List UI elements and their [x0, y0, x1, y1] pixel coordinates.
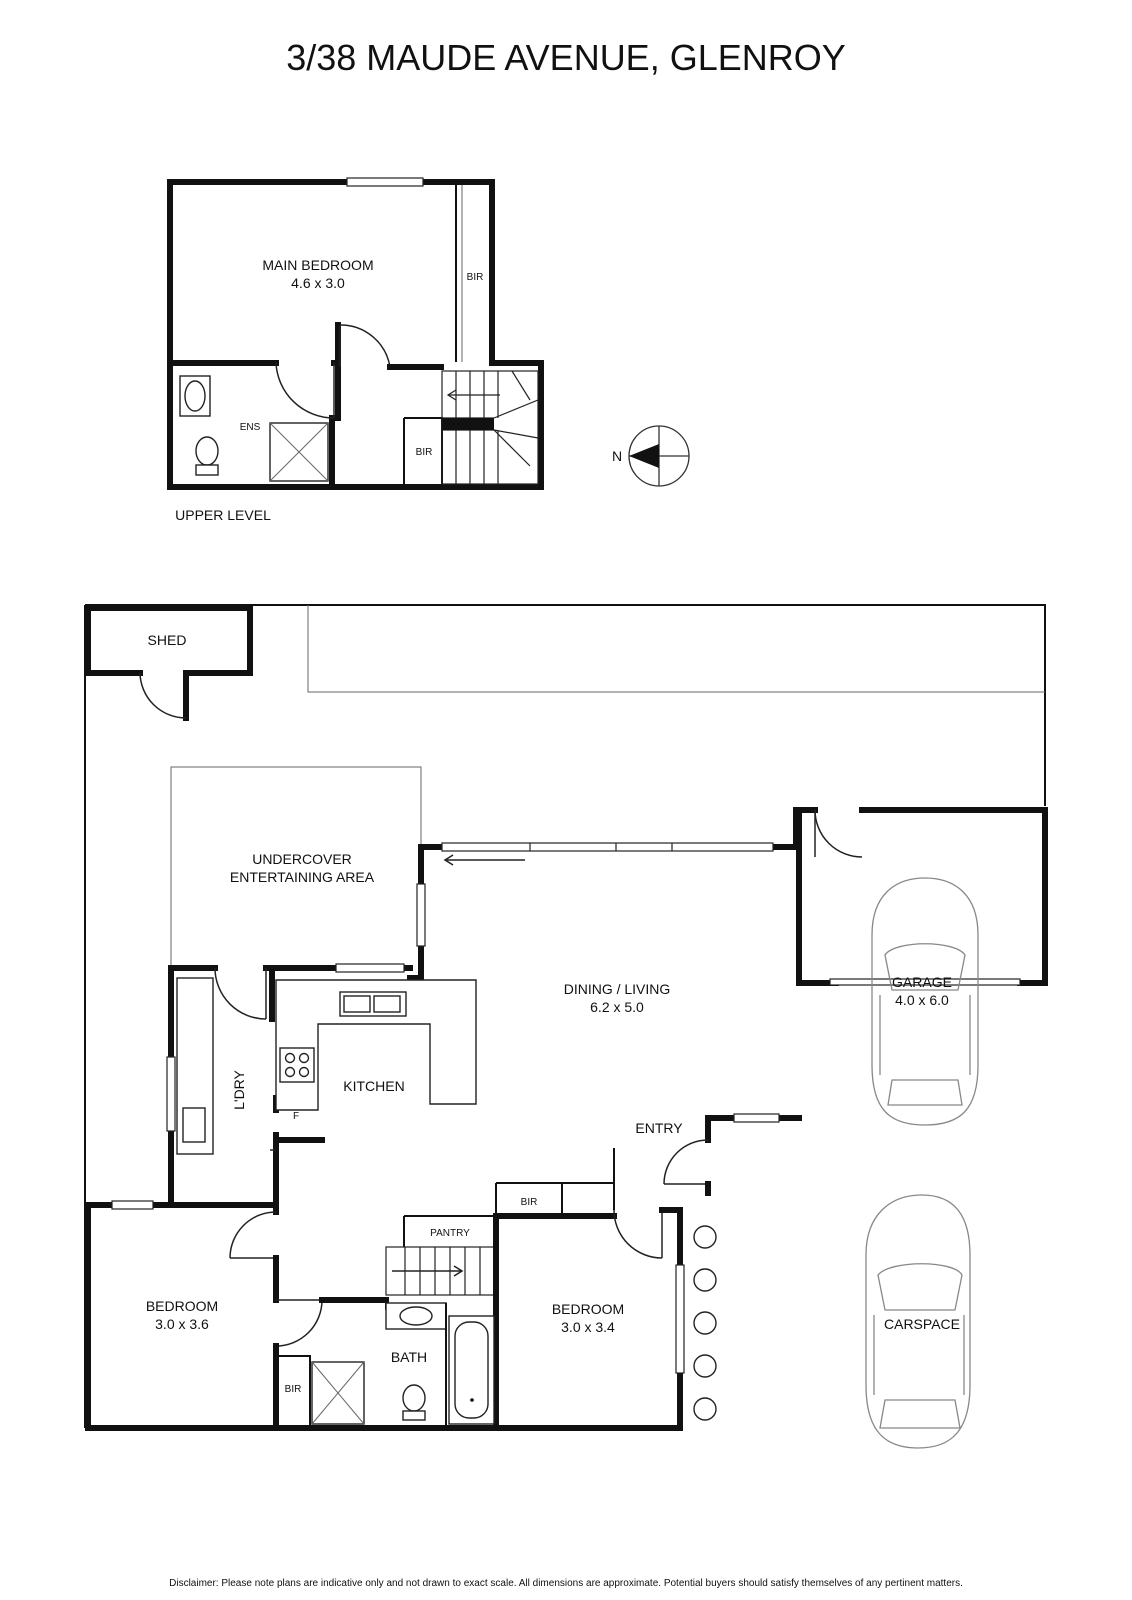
laundry-label: L'DRY	[231, 1069, 247, 1109]
bir-bath-label: BIR	[285, 1384, 302, 1395]
garage-size: 4.0 x 6.0	[895, 992, 949, 1008]
ground-level-plan: SHED UNDERCOVER ENTERTAINING AREA GARAGE…	[84, 604, 1048, 1449]
stepping-stones	[693, 1225, 717, 1421]
fridge-label: F	[293, 1111, 299, 1122]
garage-car-icon	[871, 877, 979, 1126]
upper-stairs	[442, 370, 539, 484]
bath-label: BATH	[391, 1349, 427, 1365]
entry-label: ENTRY	[635, 1120, 683, 1136]
upper-level-plan: MAIN BEDROOM 4.6 x 3.0 BIR ENS BIR UPPER…	[167, 177, 544, 523]
bedroom-right-size: 3.0 x 3.4	[561, 1319, 615, 1335]
dining-living-label: DINING / LIVING	[564, 981, 671, 997]
undercover-label-line2: ENTERTAINING AREA	[230, 869, 375, 885]
kitchen-label: KITCHEN	[343, 1078, 404, 1094]
page-title: 3/38 MAUDE AVENUE, GLENROY	[286, 37, 846, 78]
bedroom-right-label: BEDROOM	[552, 1301, 624, 1317]
carspace-car-icon	[865, 1194, 971, 1449]
bir-entry-label: BIR	[521, 1197, 538, 1208]
ensuite-label: ENS	[240, 422, 261, 433]
bir-stair-label: BIR	[416, 447, 433, 458]
bedroom-left-size: 3.0 x 3.6	[155, 1316, 209, 1332]
undercover-label-line1: UNDERCOVER	[252, 851, 352, 867]
shed-label: SHED	[148, 632, 187, 648]
bedroom-left-label: BEDROOM	[146, 1298, 218, 1314]
north-arrow-icon	[629, 444, 659, 468]
main-bedroom-label: MAIN BEDROOM	[262, 257, 373, 273]
dining-living-size: 6.2 x 5.0	[590, 999, 644, 1015]
compass-north-label: N	[612, 448, 622, 464]
garage-label: GARAGE	[892, 974, 952, 990]
carspace-label: CARSPACE	[884, 1316, 960, 1332]
lower-stairs	[385, 1246, 497, 1296]
main-bedroom-size: 4.6 x 3.0	[291, 275, 345, 291]
disclaimer: Disclaimer: Please note plans are indica…	[169, 1578, 963, 1589]
bir-main-label: BIR	[467, 272, 484, 283]
compass: N	[612, 425, 690, 487]
upper-level-label: UPPER LEVEL	[175, 507, 271, 523]
pantry-label: PANTRY	[430, 1228, 470, 1239]
